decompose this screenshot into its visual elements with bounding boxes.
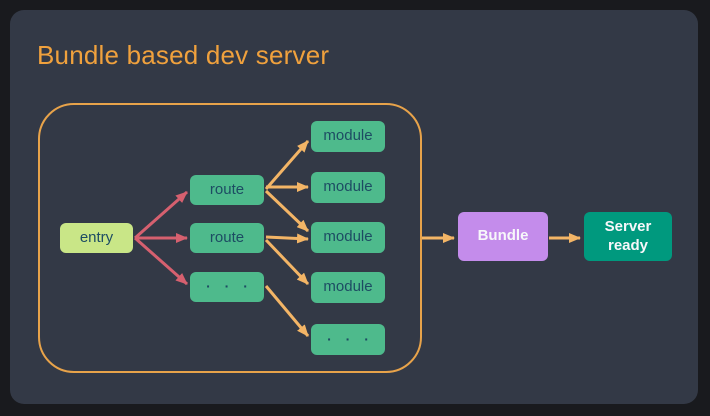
dev-server-boundary <box>38 103 422 373</box>
node-module-more: · · · <box>311 324 385 355</box>
page-title: Bundle based dev server <box>37 40 330 70</box>
node-route-2: route <box>190 223 264 253</box>
node-server-ready: Server ready <box>584 212 672 261</box>
node-module-4: module <box>311 272 385 303</box>
node-bundle: Bundle <box>458 212 548 261</box>
node-module-2: module <box>311 172 385 203</box>
node-entry: entry <box>60 223 133 253</box>
node-route-1: route <box>190 175 264 205</box>
node-route-more: · · · <box>190 272 264 302</box>
node-module-3: module <box>311 222 385 253</box>
node-module-1: module <box>311 121 385 152</box>
